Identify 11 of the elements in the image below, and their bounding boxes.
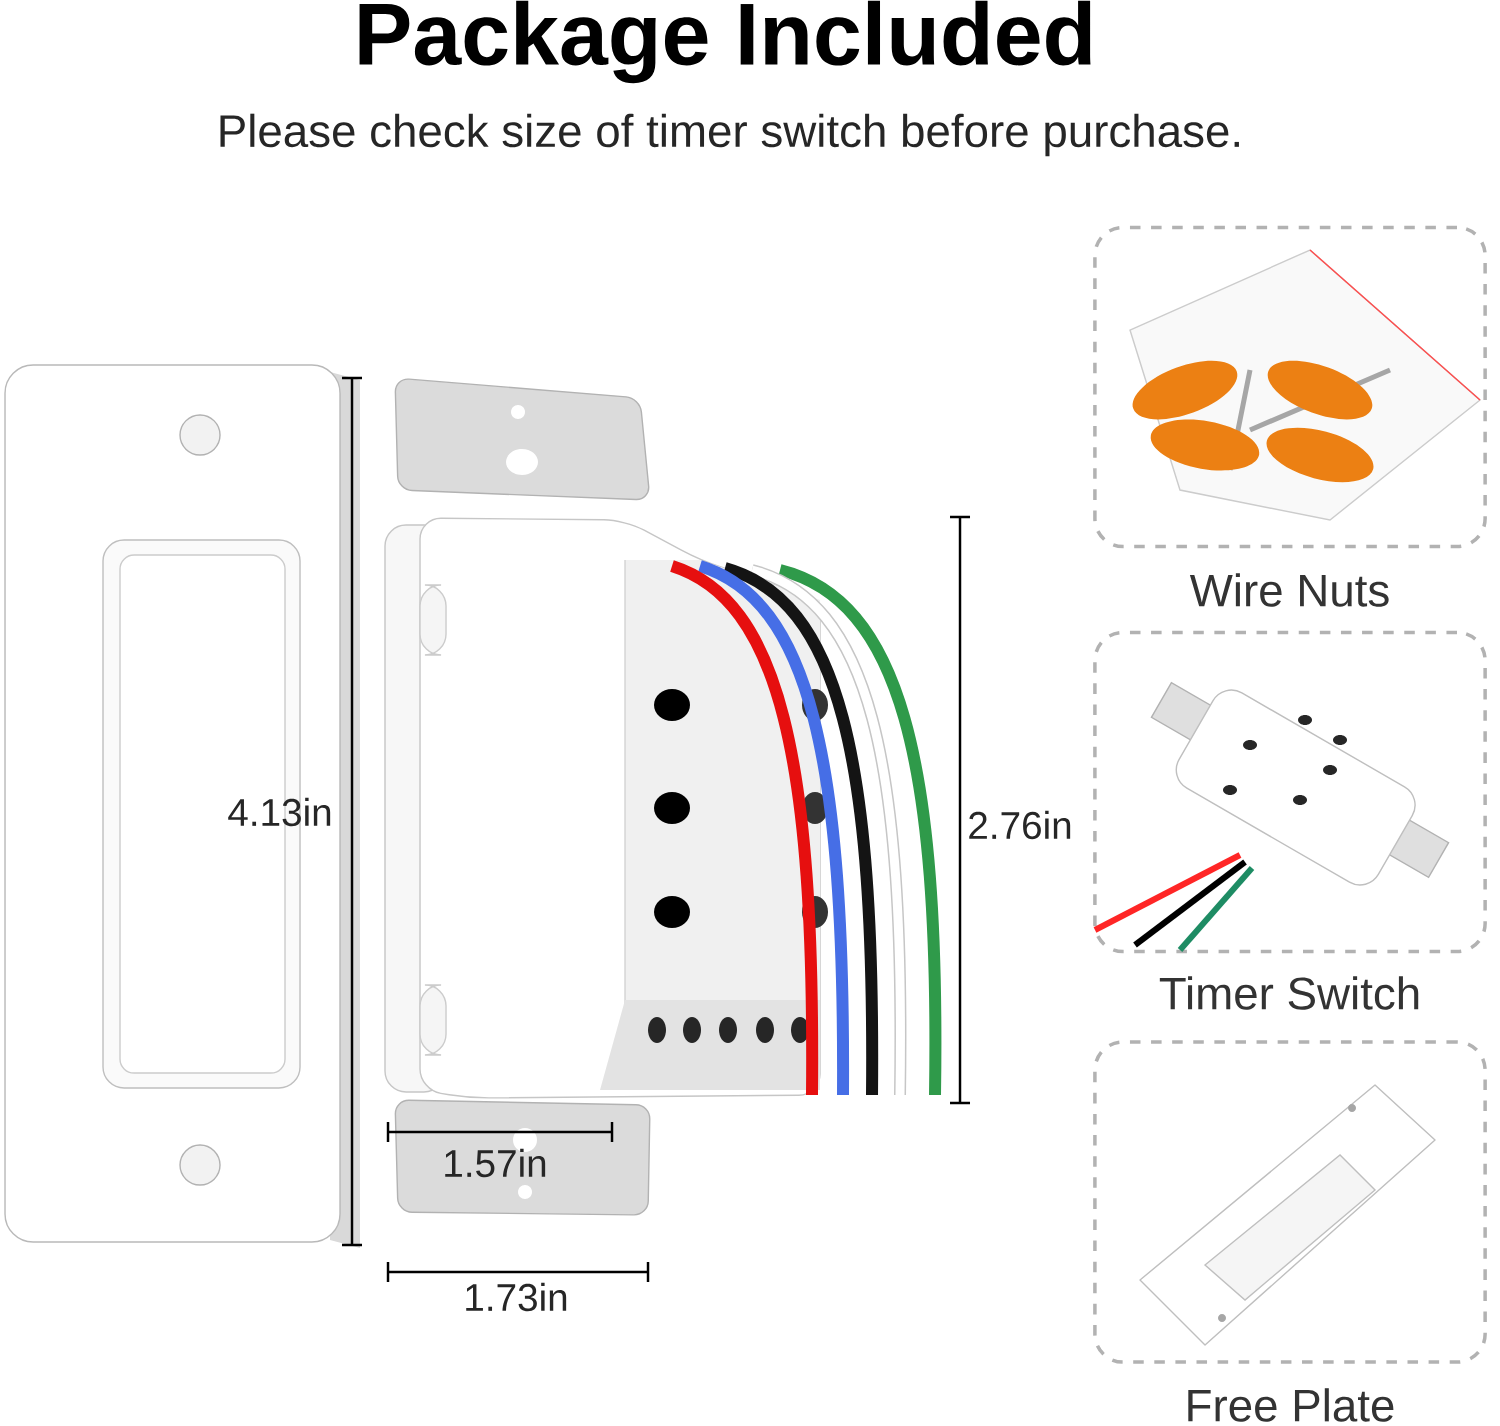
title: Package Included	[359, 0, 1091, 84]
dimension-label: 1.57in	[445, 1148, 546, 1178]
node-label: Wire Nuts	[1189, 573, 1389, 607]
product-card: Timer Switch	[1093, 630, 1487, 1010]
subtitle: Please check size of timer switch before purchase.	[220, 113, 1239, 157]
node-label: Free Plate	[1188, 1388, 1394, 1422]
dimension-label: 1.73in	[466, 1282, 567, 1312]
node-label: Timer Switch	[1159, 976, 1419, 1010]
product-card: Free Plate	[1093, 1040, 1487, 1422]
product-card: Wire Nuts	[1093, 225, 1487, 607]
dimension-label: 4.13in	[228, 797, 331, 827]
